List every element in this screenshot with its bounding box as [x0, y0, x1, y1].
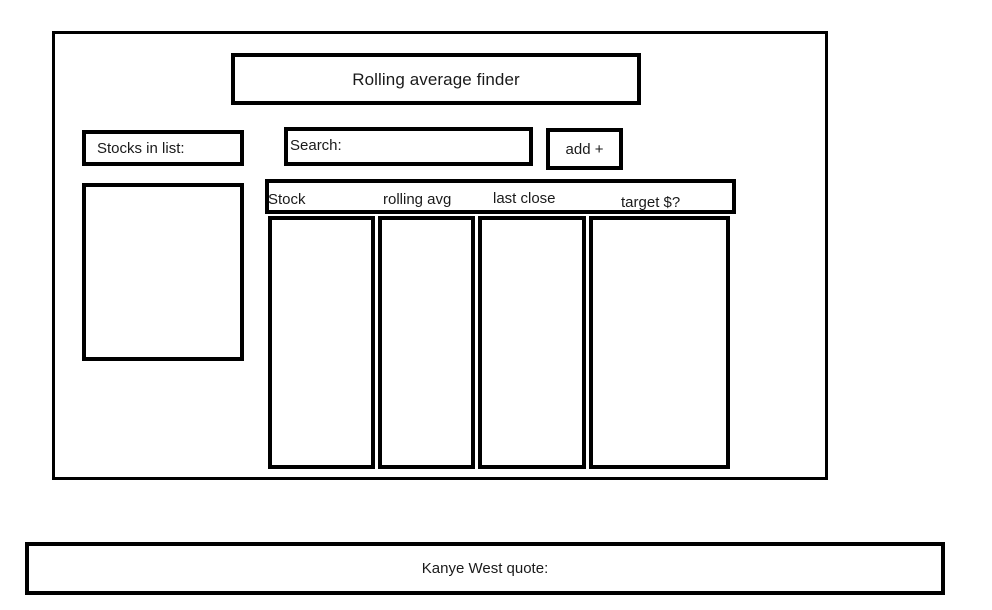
quote-banner: Kanye West quote: [25, 542, 945, 595]
table-column-last-close[interactable] [478, 216, 586, 469]
quote-label: Kanye West quote: [421, 560, 549, 577]
table-column-stock[interactable] [268, 216, 375, 469]
search-input[interactable] [288, 131, 529, 162]
column-header-target-price: target $? [621, 194, 681, 211]
results-table-body [268, 216, 782, 469]
search-field-box[interactable] [284, 127, 533, 166]
column-header-last-close: last close [493, 190, 556, 207]
app-window-frame: Rolling average finder Stocks in list: a… [52, 31, 828, 480]
page-title: Rolling average finder [352, 69, 520, 89]
table-column-rolling-avg[interactable] [378, 216, 475, 469]
add-stock-button[interactable]: add + [546, 128, 623, 170]
column-header-stock: Stock [268, 191, 306, 208]
results-table-header: Stock rolling avg last close target $? [265, 179, 736, 214]
stocks-in-list-label-box: Stocks in list: [82, 130, 244, 166]
column-header-rolling-avg: rolling avg [383, 191, 452, 208]
stocks-list[interactable] [86, 187, 240, 357]
stocks-list-panel[interactable] [82, 183, 244, 361]
page-title-box: Rolling average finder [231, 53, 641, 105]
table-column-target-price[interactable] [589, 216, 730, 469]
stocks-in-list-label: Stocks in list: [97, 139, 185, 157]
add-stock-button-label: add + [565, 140, 604, 158]
